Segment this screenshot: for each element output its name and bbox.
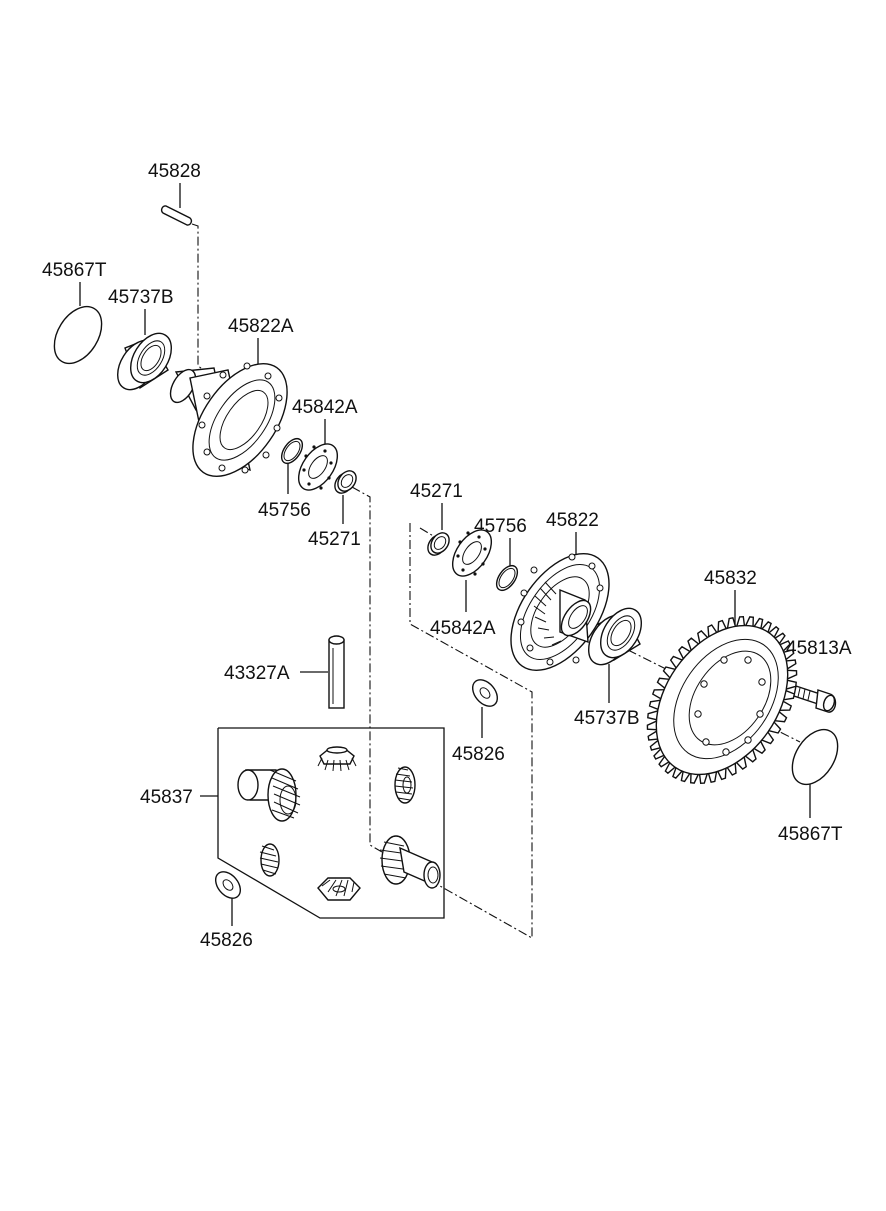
label-45828[interactable]: 45828: [148, 161, 201, 182]
washer-45826-lower-part[interactable]: [211, 867, 246, 903]
case-45822-part[interactable]: [491, 536, 629, 688]
bearing-45737B-right-part[interactable]: [580, 601, 649, 672]
seal-45271-right-part[interactable]: [424, 529, 453, 558]
seal-45271-left-part[interactable]: [331, 467, 360, 496]
ring-45756-right-part[interactable]: [492, 562, 521, 594]
shaft-43327A-part[interactable]: [328, 635, 345, 709]
leader-lines: [79, 183, 811, 926]
spider-gear-lower: [259, 843, 280, 877]
label-45737B-right[interactable]: 45737B: [574, 708, 640, 729]
ring-gear-45832-part[interactable]: [629, 601, 815, 800]
washer-45867T-left-part[interactable]: [45, 298, 112, 372]
label-45813A[interactable]: 45813A: [786, 638, 852, 659]
side-gear-right: [379, 835, 441, 889]
bolt-45813A-part[interactable]: [793, 685, 837, 713]
case-45822A-part[interactable]: [165, 347, 306, 493]
label-45822A[interactable]: 45822A: [228, 316, 294, 337]
label-45756-left[interactable]: 45756: [258, 500, 311, 521]
pin-45828-part[interactable]: [160, 205, 193, 226]
label-45822[interactable]: 45822: [546, 510, 599, 531]
plate-45842A-upper-part[interactable]: [291, 437, 345, 497]
washer-45867T-right-part[interactable]: [783, 721, 847, 792]
label-43327A[interactable]: 43327A: [224, 663, 290, 684]
plate-45842A-lower-part[interactable]: [445, 523, 499, 583]
label-45826-lower[interactable]: 45826: [200, 930, 253, 951]
label-45271-left[interactable]: 45271: [308, 529, 361, 550]
bearing-45737B-left-part[interactable]: [109, 326, 179, 397]
pinion-top: [317, 746, 357, 772]
label-45842A-lower[interactable]: 45842A: [430, 618, 496, 639]
label-45737B-left[interactable]: 45737B: [108, 287, 174, 308]
spider-gear-right: [394, 766, 416, 804]
bevel-gear-bottom: [317, 877, 361, 901]
label-45271-right[interactable]: 45271: [410, 481, 463, 502]
label-45867T-left[interactable]: 45867T: [42, 260, 107, 281]
ring-45756-left-part[interactable]: [277, 435, 306, 467]
label-45832[interactable]: 45832: [704, 568, 757, 589]
label-45837[interactable]: 45837: [140, 787, 193, 808]
gear-kit-45837-part[interactable]: [217, 727, 445, 919]
washer-45826-upper-part[interactable]: [468, 675, 503, 711]
label-45826-upper[interactable]: 45826: [452, 744, 505, 765]
side-gear-left: [237, 768, 301, 822]
label-45867T-right[interactable]: 45867T: [778, 824, 843, 845]
label-45842A-upper[interactable]: 45842A: [292, 397, 358, 418]
